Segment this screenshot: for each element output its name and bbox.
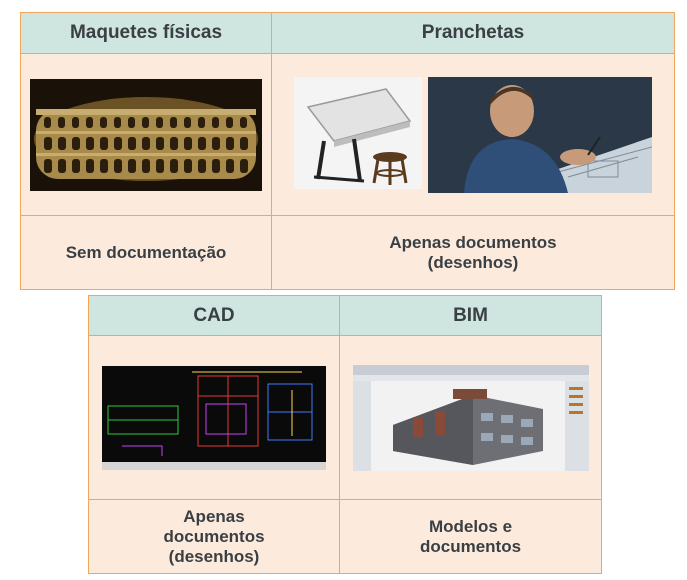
comparison-table-bottom: CAD BIM [88,295,602,574]
cell-bim-image [339,335,602,500]
comparison-table-top: Maquetes físicas Pranchetas [20,12,675,290]
header-cad: CAD [88,295,340,336]
label-sem-documentacao: Sem documentação [20,215,272,290]
cad-screenshot-image [102,365,326,470]
label-apenas-documentos-cad: Apenas documentos (desenhos) [88,499,340,574]
header-bim: BIM [339,295,602,336]
header-maquetes-fisicas: Maquetes físicas [20,12,272,54]
drafting-table-image [294,76,422,189]
colosseum-model-image [30,78,262,191]
cell-pranchetas-images [271,53,675,216]
header-pranchetas: Pranchetas [271,12,675,54]
cell-cad-image [88,335,340,500]
bim-model-screenshot-image [352,364,589,471]
cell-maquete-image [20,53,272,216]
label-modelos-e-documentos: Modelos e documentos [339,499,602,574]
draftsman-photo-image [428,76,652,193]
label-apenas-documentos-pranchetas: Apenas documentos (desenhos) [271,215,675,290]
